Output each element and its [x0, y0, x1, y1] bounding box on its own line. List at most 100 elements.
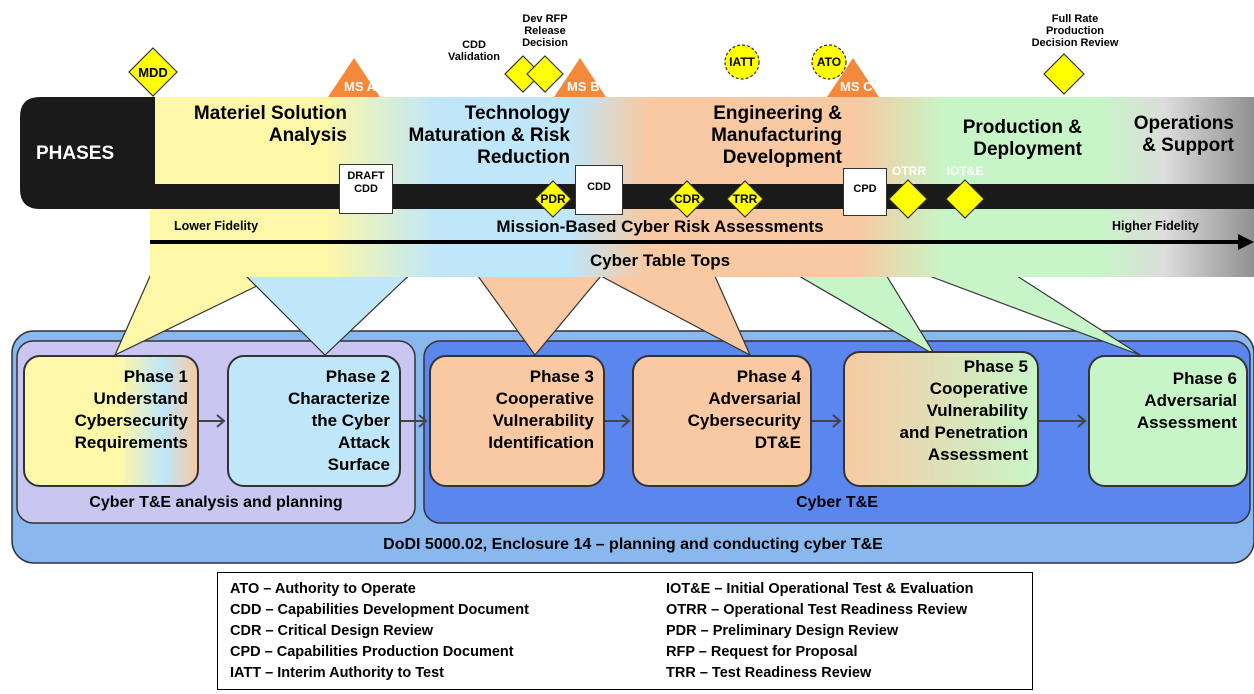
- phase3-line: Cooperative: [495, 389, 594, 408]
- draft-cdd-line: DRAFT: [347, 170, 385, 182]
- phase3-title: Phase 3: [529, 367, 594, 386]
- phase5-card: Phase 5 Cooperative Vulnerability and Pe…: [844, 352, 1038, 486]
- full-rate-line: Decision Review: [1031, 37, 1119, 49]
- draft-cdd-line: CDD: [354, 183, 378, 195]
- phase2-line: Surface: [327, 455, 390, 474]
- mission-risk-label: Mission-Based Cyber Risk Assessments: [496, 217, 824, 236]
- phases-black-bar: [20, 97, 1254, 209]
- pdr-label: PDR: [540, 192, 566, 206]
- phase-tmrr-line: Maturation & Risk: [408, 125, 570, 146]
- mdd-label: MDD: [138, 65, 168, 80]
- ms-b-label: MS B: [567, 79, 600, 94]
- otrr-diamond: [888, 179, 928, 219]
- phase4-card: Phase 4 Adversarial Cybersecurity DT&E: [633, 356, 811, 486]
- legend-entry: TRR – Test Readiness Review: [666, 665, 872, 681]
- iote-label: IOT&E: [946, 164, 984, 178]
- phase5-title: Phase 5: [963, 357, 1028, 376]
- phase6-card-bg: [1088, 355, 1248, 487]
- analysis-planning-label: Cyber T&E analysis and planning: [89, 494, 343, 511]
- phase-msa-line: Materiel Solution: [193, 103, 347, 124]
- cyber-te-label: Cyber T&E: [796, 494, 878, 511]
- phase3-line: Vulnerability: [492, 411, 594, 430]
- otrr-label: OTRR: [892, 164, 926, 178]
- trr-diamond: [726, 180, 764, 218]
- phase-tmrr-line: Reduction: [477, 147, 570, 168]
- cdd-line: CDD: [587, 181, 611, 193]
- phase4-line: DT&E: [754, 433, 801, 452]
- full-rate-line: Production: [1045, 25, 1105, 37]
- phase-pd-line: Production &: [962, 117, 1082, 138]
- phase1-card-bg: [23, 355, 199, 487]
- phase3-card: Phase 3 Cooperative Vulnerability Identi…: [430, 356, 604, 486]
- phase1-line: Understand: [93, 389, 188, 408]
- legend-entry: ATO – Authority to Operate: [230, 581, 416, 597]
- phase-os-line: Operations: [1133, 113, 1234, 134]
- legend-left-column: ATO – Authority to Operate CDD – Capabil…: [230, 579, 529, 684]
- phase-emd-label: Engineering & Manufacturing Development: [680, 103, 842, 169]
- cdd-document: CDD: [575, 165, 623, 215]
- trr-label: TRR: [732, 192, 758, 206]
- milestone-b-triangle: [554, 58, 606, 97]
- phase-pd-line: Deployment: [973, 139, 1082, 160]
- ato-circle: [811, 44, 847, 80]
- legend-entry: CDR – Critical Design Review: [230, 623, 434, 639]
- dev-rfp-line: Dev RFP: [522, 13, 568, 25]
- iote-diamond: [945, 179, 985, 219]
- phase5-line: Assessment: [927, 445, 1028, 464]
- legend-entry: CPD – Capabilities Production Document: [230, 644, 514, 660]
- phase5-line: and Penetration: [899, 423, 1028, 442]
- phase4-line: Adversarial: [708, 389, 801, 408]
- full-rate-label: Full Rate Production Decision Review: [1010, 13, 1140, 49]
- dev-rfp-line: Release: [524, 25, 566, 37]
- phase3-card-bg: [429, 355, 605, 487]
- phase2-line: the Cyber: [311, 411, 390, 430]
- iatt-label: IATT: [729, 55, 755, 69]
- phase6-title: Phase 6: [1172, 369, 1237, 388]
- ms-a-label: MS A: [344, 79, 377, 94]
- cpd-document: CPD: [843, 168, 887, 216]
- phase-emd-line: Manufacturing: [711, 125, 842, 146]
- phase2-card: Phase 2 Characterize the Cyber Attack Su…: [228, 356, 400, 486]
- phase2-card-bg: [227, 355, 401, 487]
- mdd-diamond: [128, 47, 178, 97]
- phase4-line: Cybersecurity: [687, 411, 801, 430]
- ato-label: ATO: [816, 55, 842, 69]
- phases-label: PHASES: [36, 143, 115, 164]
- dev-rfp-diamond: [526, 55, 564, 93]
- milestone-c-triangle: [827, 58, 879, 97]
- draft-cdd-document: DRAFT CDD: [339, 164, 393, 214]
- phase6-line: Adversarial: [1144, 391, 1237, 410]
- legend-entry: RFP – Request for Proposal: [666, 644, 858, 660]
- dev-rfp-line: Decision: [522, 37, 568, 49]
- enclosure-label: DoDI 5000.02, Enclosure 14 – planning an…: [383, 536, 883, 553]
- cpd-line: CPD: [853, 183, 877, 195]
- phase-os-label: Operations & Support: [1100, 113, 1234, 157]
- milestone-a-triangle: [328, 58, 380, 97]
- phase4-title: Phase 4: [736, 367, 801, 386]
- cdr-diamond: [668, 180, 706, 218]
- phase1-card: Phase 1 Understand Cybersecurity Require…: [24, 356, 198, 486]
- phase-os-line: & Support: [1142, 135, 1234, 156]
- phase6-card: Phase 6 Adversarial Assessment: [1089, 356, 1247, 486]
- phase5-line: Vulnerability: [926, 401, 1028, 420]
- legend-entry: CDD – Capabilities Development Document: [230, 602, 529, 618]
- pdr-diamond: [534, 180, 572, 218]
- phase-msa-line: Analysis: [268, 125, 347, 146]
- full-rate-diamond: [1043, 53, 1085, 95]
- ms-c-label: MS C: [840, 79, 873, 94]
- phase-emd-line: Engineering &: [713, 103, 842, 124]
- phase2-line: Characterize: [287, 389, 390, 408]
- phase-tmrr-line: Technology: [464, 103, 570, 124]
- cdd-validation-line: Validation: [448, 51, 500, 63]
- legend-entry: PDR – Preliminary Design Review: [666, 623, 899, 639]
- full-rate-line: Full Rate: [1051, 13, 1099, 25]
- legend-entry: IATT – Interim Authority to Test: [230, 665, 445, 681]
- phase6-line: Assessment: [1136, 413, 1237, 432]
- cdd-validation-label: CDD Validation: [432, 39, 516, 63]
- iatt-circle: [724, 44, 760, 80]
- legend-entry: OTRR – Operational Test Readiness Review: [666, 602, 968, 618]
- phase1-title: Phase 1: [123, 367, 188, 386]
- phase2-line: Attack: [338, 433, 390, 452]
- acronym-legend: ATO – Authority to Operate CDD – Capabil…: [217, 572, 1033, 690]
